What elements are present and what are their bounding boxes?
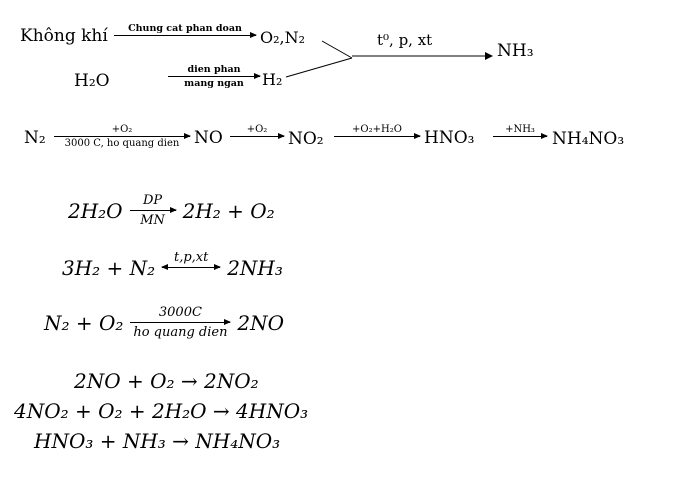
chain-arrow-4-top-label: +NH₃ xyxy=(505,124,535,135)
chain-arrow-4: +NH₃ xyxy=(493,124,548,139)
equation-2-right: 2NH₃ xyxy=(227,255,283,280)
electrolysis-top-label: dien phan xyxy=(187,64,241,75)
equation-1: 2H₂O DP MN 2H₂ + O₂ xyxy=(68,193,275,228)
arrow-line xyxy=(230,132,285,139)
arrow-line xyxy=(130,318,232,325)
hno3-label: HNO₃ xyxy=(424,128,475,148)
o2-n2-label: O₂,N₂ xyxy=(260,28,306,47)
electrolysis-arrow: dien phan mang ngan xyxy=(168,64,261,89)
equation-1-arrow-top-label: DP xyxy=(143,193,163,208)
chain-arrow-2-top-label: +O₂ xyxy=(246,124,268,135)
right-arrowhead xyxy=(485,52,493,60)
equation-2-left: 3H₂ + N₂ xyxy=(62,255,156,280)
equation-1-left: 2H₂O xyxy=(68,198,123,223)
nh4no3-label: NH₄NO₃ xyxy=(552,129,625,149)
equation-1-arrow-bottom-label: MN xyxy=(140,213,165,228)
equation-2: 3H₂ + N₂ t,p,xt 2NH₃ xyxy=(62,250,283,285)
equation-4-text: 2NO + O₂ → 2NO₂ xyxy=(74,369,259,393)
arrow-line xyxy=(168,72,261,79)
electrolysis-bottom-label: mang ngan xyxy=(184,78,244,89)
equation-2-arrow-top-label: t,p,xt xyxy=(174,250,209,265)
equation-6-text: HNO₃ + NH₃ → NH₄NO₃ xyxy=(34,429,281,453)
arrow-line xyxy=(334,132,421,139)
equation-6: HNO₃ + NH₃ → NH₄NO₃ xyxy=(34,429,280,453)
no-label: NO xyxy=(194,128,223,148)
h2o-label: H₂O xyxy=(74,71,110,91)
equation-5: 4NO₂ + O₂ + 2H₂O → 4HNO₃ xyxy=(14,399,308,423)
equation-3: N₂ + O₂ 3000C ho quang dien 2NO xyxy=(44,305,284,340)
air-label: Không khí xyxy=(20,26,108,46)
arrow-line xyxy=(493,132,548,139)
chain-arrow-3-top-label: +O₂+H₂O xyxy=(352,124,402,135)
conditions-label: t⁰, p, xt xyxy=(377,31,433,49)
n2-label: N₂ xyxy=(24,128,46,148)
equation-1-right: 2H₂ + O₂ xyxy=(182,198,275,223)
equation-3-right: 2NO xyxy=(237,310,285,335)
equation-4: 2NO + O₂ → 2NO₂ xyxy=(74,369,259,393)
equation-5-text: 4NO₂ + O₂ + 2H₂O → 4HNO₃ xyxy=(14,399,309,423)
double-arrow-line xyxy=(161,263,222,270)
chain-arrow-1-bottom-label: 3000 C, ho quang dien xyxy=(64,138,180,149)
arrow-line xyxy=(54,132,191,139)
distillation-arrow: Chung cat phan doan xyxy=(114,23,257,38)
equation-3-arrow-top-label: 3000C xyxy=(158,305,202,320)
chain-arrow-1: +O₂ 3000 C, ho quang dien xyxy=(54,124,191,149)
equation-3-arrow: 3000C ho quang dien xyxy=(130,305,232,340)
chain-arrow-1-top-label: +O₂ xyxy=(111,124,133,135)
equation-3-arrow-bottom-label: ho quang dien xyxy=(133,325,228,340)
equation-2-arrow: t,p,xt xyxy=(161,250,222,285)
no2-label: NO₂ xyxy=(288,129,324,149)
chain-arrow-2: +O₂ xyxy=(230,124,285,139)
chain-arrow-3: +O₂+H₂O xyxy=(334,124,421,139)
equation-3-left: N₂ + O₂ xyxy=(44,310,124,335)
equation-1-arrow: DP MN xyxy=(129,193,177,228)
distillation-label: Chung cat phan doan xyxy=(128,23,242,34)
h2-label: H₂ xyxy=(262,70,283,89)
arrow-line xyxy=(129,206,177,213)
arrow-line xyxy=(114,31,257,38)
nh3-label: NH₃ xyxy=(497,41,534,61)
